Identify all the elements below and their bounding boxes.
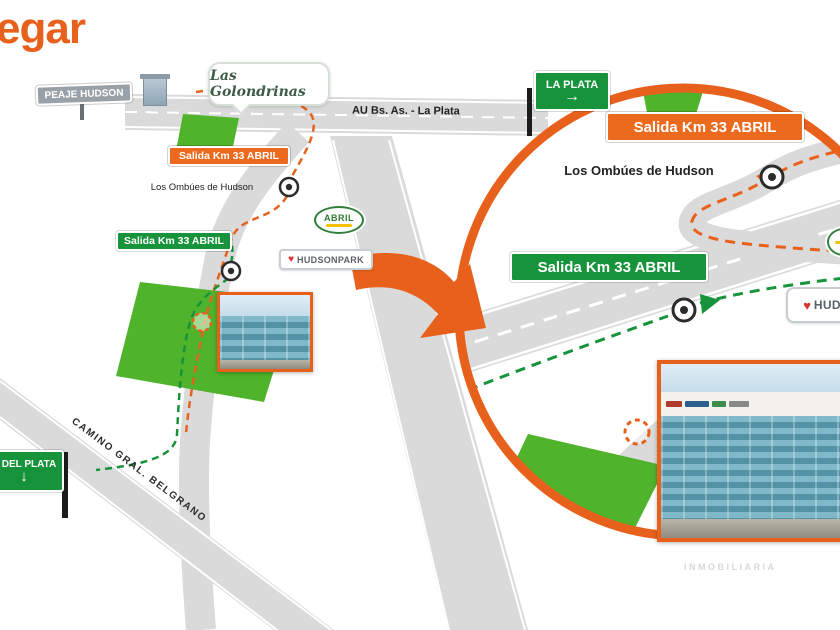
mar-del-plata-sign: R DEL PLATA ↓ [0,450,64,492]
heart-icon: ♥ [288,254,295,265]
hudson-park-label: HUDSONPARK [297,254,364,265]
camino-belgrano-road [0,378,334,630]
las-golondrinas-sign: Las Golondrinas [208,62,330,115]
photo-glass-facade [661,416,840,519]
highway-label: AU Bs. As. - La Plata [351,104,460,118]
hudson-park-sign: ♥ HUDSONPARK [279,249,373,270]
la-plata-sign: LA PLATA → [534,71,610,111]
exit-dot-green-inset [671,297,697,323]
peaje-sign-post [80,104,84,120]
down-arrow-icon: ↓ [20,468,28,485]
photo-ground [661,518,840,538]
ombues-label-inset: Los Ombúes de Hudson [564,163,714,178]
photo-sky [220,295,310,316]
las-golondrinas-label: Las Golondrinas [210,68,306,100]
photo-glass-facade [220,315,310,361]
mar-del-plata-label: R DEL PLATA [0,459,57,470]
hudson-park-sign-inset-partial: ♥ HUD [786,287,840,323]
salida-km33-orange-sign-left: Salida Km 33 ABRIL [168,146,290,166]
exit-dot-orange-left [278,176,300,198]
abril-logo-accent [326,224,352,227]
abril-logo: ABRIL [314,206,364,234]
building-photo-small [217,292,313,372]
toll-booth-icon [140,74,170,108]
salida-km33-orange-sign-inset: Salida Km 33 ABRIL [606,112,804,142]
right-arrow-icon: → [564,88,580,106]
ombues-label-left: Los Ombúes de Hudson [150,182,254,193]
exit-dot-orange-inset [759,164,785,190]
salida-km33-green-sign-inset: Salida Km 33 ABRIL [510,252,708,282]
green-route-left [95,245,234,472]
watermark-agency-line: INMOBILIARIA [684,562,777,572]
building-photo-large [657,360,840,542]
hudson-park-partial-label: HUD [813,298,840,312]
photo-sky [661,364,840,392]
watermark-rule [684,556,840,558]
roundabout-marker-left [191,311,213,333]
mar-del-plata-sign-post [62,452,68,518]
zoom-arrow [350,252,486,338]
la-plata-label: LA PLATA [545,78,599,91]
salida-km33-green-sign-left: Salida Km 33 ABRIL [116,231,232,251]
page-title: egar [0,4,86,53]
exit-dot-green-left [220,260,242,282]
photo-storefront-signs [661,391,840,417]
abril-logo-accent [835,241,840,244]
abril-logo-label: ABRIL [324,213,354,223]
photo-ground [220,360,310,369]
la-plata-sign-post [527,88,532,136]
peaje-hudson-sign: PEAJE HUDSON [35,82,133,106]
heart-icon: ♥ [803,297,811,313]
